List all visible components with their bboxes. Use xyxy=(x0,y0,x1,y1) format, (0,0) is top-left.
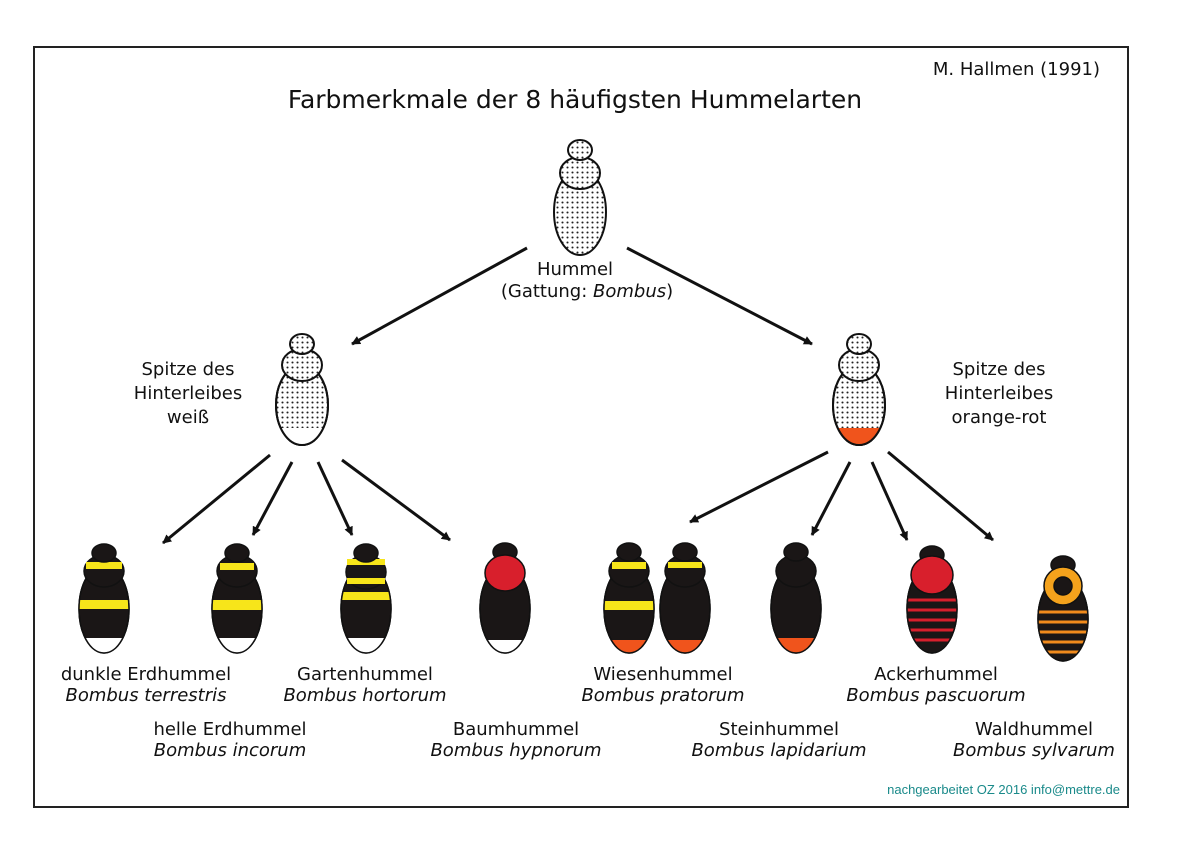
diagram-frame xyxy=(33,46,1129,808)
bee-pratorum-variant-icon xyxy=(659,542,711,654)
arrow-white-to-hortorum xyxy=(316,461,354,536)
bee-terrestris-icon xyxy=(78,543,130,654)
branch-white-line3: weiß xyxy=(166,407,210,428)
bee-pascuorum-icon xyxy=(906,545,958,654)
diagram-title: Farbmerkmale der 8 häufigsten Hummelarte… xyxy=(287,85,863,114)
branch-orange-line1: Spitze des xyxy=(952,359,1046,380)
root-label-line1: Hummel xyxy=(536,259,614,280)
arrow-white-to-incorum xyxy=(251,461,294,536)
bee-pratorum-icon xyxy=(603,542,655,654)
footer-credit: nachgearbeitet OZ 2016 info@mettre.de xyxy=(887,782,1120,797)
arrow-root-to-white xyxy=(351,246,528,346)
genus-name: Bombus xyxy=(593,281,667,302)
arrow-orange-to-pratorum xyxy=(689,450,829,524)
orange-tip-bee-icon xyxy=(832,333,886,446)
bee-hortorum-icon xyxy=(340,543,392,654)
branch-white-line2: Hinterleibes xyxy=(133,383,243,404)
root-label-line2: (Gattung: Bombus) xyxy=(500,281,674,302)
arrow-orange-to-sylvarum xyxy=(887,450,994,542)
bee-incorum-icon xyxy=(211,543,263,654)
branch-orange-line3: orange-rot xyxy=(951,407,1047,428)
white-tip-bee-icon xyxy=(275,333,329,446)
root-bee-icon xyxy=(553,139,607,256)
arrow-root-to-orange xyxy=(626,246,813,346)
bee-hypnorum-icon xyxy=(479,542,531,654)
bee-sylvarum-icon xyxy=(1037,555,1089,662)
arrow-white-to-hypnorum xyxy=(341,458,451,542)
branch-white-line1: Spitze des xyxy=(141,359,235,380)
arrow-orange-to-pascuorum xyxy=(870,461,909,541)
author-credit: M. Hallmen (1991) xyxy=(932,59,1100,80)
arrow-white-to-terrestris xyxy=(162,453,271,545)
branch-orange-line2: Hinterleibes xyxy=(944,383,1054,404)
bee-lapidarium-icon xyxy=(770,542,822,654)
arrow-orange-to-lapidarium xyxy=(810,461,852,536)
arrows xyxy=(162,246,994,545)
